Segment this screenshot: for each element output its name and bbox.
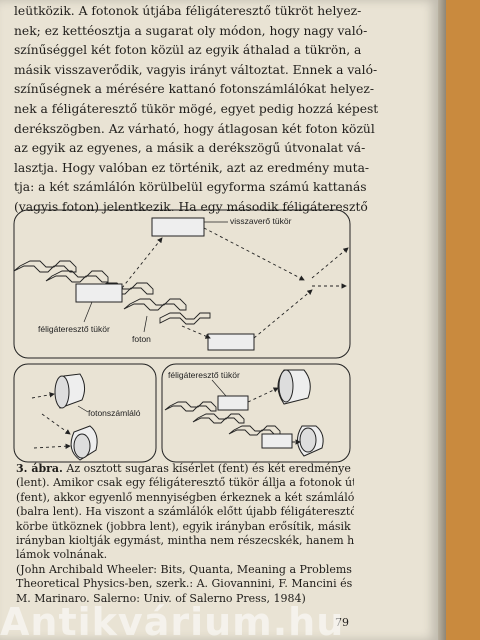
body-line: másik visszaverődik, vagyis irányt válto… xyxy=(14,62,378,77)
bottom-left-panel-frame xyxy=(13,363,157,463)
bottom-mirror-box xyxy=(207,333,255,351)
second-half-mirror-box xyxy=(217,395,249,411)
reflecting-mirror-box xyxy=(151,217,205,237)
label-counter: fotonszámláló xyxy=(88,408,141,418)
beams-right xyxy=(247,387,301,445)
counter-beams-left xyxy=(31,392,71,449)
body-text: leütközik. A fotonok útjába féligáteresz… xyxy=(14,2,412,218)
body-line: derékszögben. Az várható, hogy átlagosan… xyxy=(14,121,375,136)
top-panel-frame xyxy=(13,209,351,359)
mirror-box-right xyxy=(261,433,293,449)
body-line: leütközik. A fotonok útjába féligáteresz… xyxy=(14,4,362,18)
photon-counters-right xyxy=(277,369,324,457)
label-reflecting-mirror: visszaverő tükör xyxy=(230,216,292,226)
caption-line: (fent), akkor egyenlő mennyiségben érkez… xyxy=(16,490,354,504)
figure-3: visszaverő tükör féligáteresztő tükör fo… xyxy=(12,208,356,466)
caption-line: irányban kioltják egymást, mintha nem ré… xyxy=(16,534,354,548)
caption-line: M. Marinaro. Salerno: Univ. of Salerno P… xyxy=(16,591,306,605)
caption-line: Theoretical Physics-ben, szerk.: A. Giov… xyxy=(16,577,353,591)
half-mirror-box xyxy=(75,283,123,303)
caption-line: lámok volnának. xyxy=(16,548,108,562)
body-line: színűséggel két foton közül az egyik áth… xyxy=(14,43,362,58)
label-photon: foton xyxy=(132,334,151,344)
caption-line: (lent). Amikor csak egy féligáteresztő t… xyxy=(16,476,354,490)
body-line: nek a féligáteresztő tükör mögé, egyet p… xyxy=(14,101,379,116)
caption-line: 3. ábra. Az osztott sugaras kísérlet (fe… xyxy=(16,462,354,476)
book-page: leütközik. A fotonok útjába féligáteresz… xyxy=(0,0,438,640)
caption-label: 3. ábra. xyxy=(16,462,63,475)
label-half-mirror: féligáteresztő tükör xyxy=(38,324,110,334)
label-half-mirror-right: féligáteresztő tükör xyxy=(168,370,240,380)
body-line: lasztja. Hogy valóban ez történik, azt a… xyxy=(14,160,370,175)
caption-line: (balra lent). Ha viszont a számlálók elő… xyxy=(16,505,354,519)
body-line: tja: a két számlálón körülbelül egyforma… xyxy=(14,180,367,195)
caption-text: Az osztott sugaras kísérlet (fent) és ké… xyxy=(62,462,351,475)
bottom-right-panel-frame xyxy=(161,363,351,463)
photon-counters-left xyxy=(54,373,98,461)
body-line: nek; ez kettéosztja a sugarat oly módon,… xyxy=(14,23,368,38)
body-line: az egyik az egyenes, a másik a derékszög… xyxy=(14,141,366,156)
watermark: Antikvárium.hu xyxy=(0,600,345,640)
page-edge xyxy=(438,0,446,640)
beam-paths xyxy=(121,227,349,339)
figure-caption: 3. ábra. Az osztott sugaras kísérlet (fe… xyxy=(16,462,354,606)
caption-line: körbe ütköznek (jobbra lent), egyik irán… xyxy=(16,519,351,533)
page-number: 79 xyxy=(335,616,349,629)
caption-line: (John Archibald Wheeler: Bits, Quanta, M… xyxy=(16,562,354,576)
body-line: színűségnek a mérésére kattanó fotonszám… xyxy=(14,82,375,97)
figure-diagram: visszaverő tükör féligáteresztő tükör fo… xyxy=(13,209,351,463)
